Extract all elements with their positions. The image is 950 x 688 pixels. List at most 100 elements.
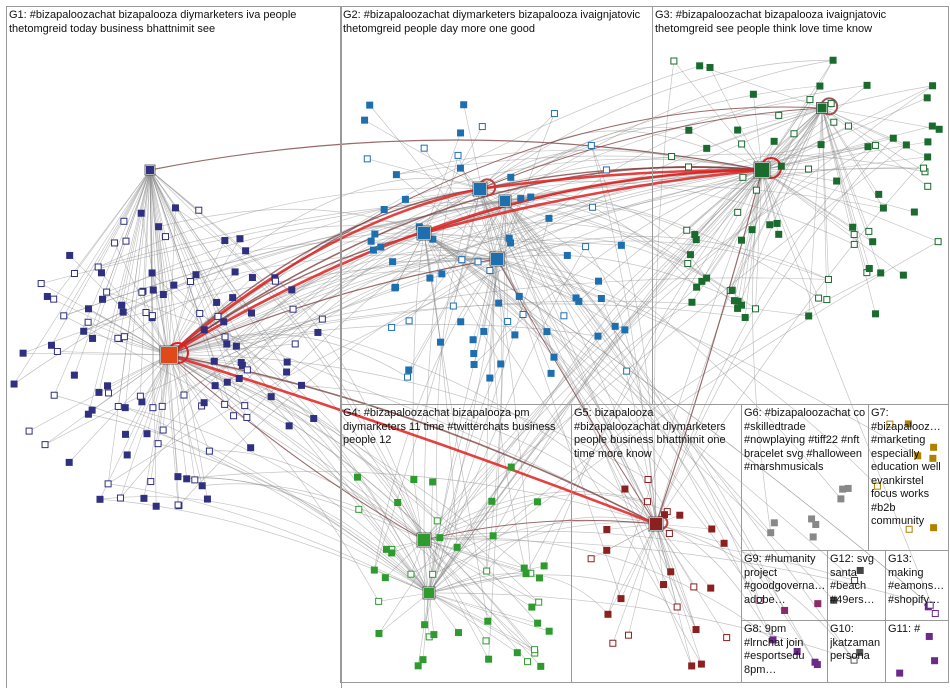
node-g3-210 (865, 227, 873, 235)
edge-g1-118 (140, 213, 170, 356)
edge-g5-334 (606, 523, 657, 530)
node-g2-159 (436, 338, 444, 346)
edge-g2-125 (473, 200, 506, 354)
edge-intergroup-199 (317, 332, 657, 525)
node-g1-52 (10, 380, 18, 388)
node-g6-341 (839, 485, 847, 493)
node-g1-34 (88, 406, 96, 414)
node-g1-50 (220, 318, 228, 326)
node-g3-202 (864, 143, 872, 151)
node-g2-156 (474, 258, 482, 266)
node-g1-24 (210, 357, 218, 365)
node-g5-316 (644, 475, 652, 483)
node-g1-68 (247, 444, 255, 452)
edge-intergroup-156 (423, 232, 771, 533)
node-g1-107 (205, 447, 213, 455)
hub-g2b-node (418, 227, 430, 239)
edge-intergroup-10 (175, 207, 425, 541)
node-g10-369 (856, 648, 864, 656)
node-g3-232 (734, 126, 742, 134)
node-g2-177 (589, 203, 597, 211)
node-g8-357 (793, 647, 801, 655)
edge-intergroup-166 (654, 60, 675, 525)
edge-intergroup-172 (423, 531, 855, 581)
node-g5-334 (603, 525, 611, 533)
edge-g1-104 (168, 354, 242, 363)
node-g2-121 (519, 311, 527, 319)
edge-g3-212 (761, 169, 837, 182)
edge-intergroup-120 (479, 114, 779, 190)
node-g1-36 (155, 223, 163, 231)
node-g1-96 (174, 501, 182, 509)
edge-intergroup-102 (479, 188, 532, 574)
node-g1-66 (50, 391, 58, 399)
node-g3-236 (691, 231, 699, 239)
edge-intergroup-164 (460, 167, 657, 525)
edge-g3-232 (737, 107, 823, 131)
edge-intergroup-152 (224, 232, 425, 405)
node-g5-317 (673, 603, 681, 611)
node-g1-101 (37, 280, 45, 288)
node-g1-38 (191, 476, 199, 484)
node-g2-151 (563, 251, 571, 259)
node-g5-324 (609, 639, 617, 647)
edge-intergroup-157 (491, 169, 763, 502)
node-g1-106 (248, 274, 256, 282)
node-g2-147 (511, 331, 519, 339)
edge-intergroup-56 (106, 241, 498, 293)
node-g1-69 (183, 475, 191, 483)
hub-g4b-node (424, 588, 434, 598)
node-g2-181 (426, 274, 434, 282)
node-g2-144 (550, 110, 558, 118)
edge-g3-247 (761, 169, 855, 235)
group-box-g1 (6, 6, 342, 688)
edge-g1-111 (149, 169, 323, 320)
node-g1-28 (243, 413, 251, 421)
node-g3-207 (910, 208, 918, 216)
node-g3-234 (749, 90, 757, 98)
group-box-g8 (741, 620, 828, 683)
edge-intergroup-181 (607, 169, 763, 615)
node-g1-18 (196, 309, 204, 317)
node-g3-240 (703, 144, 711, 152)
node-g2-145 (587, 141, 595, 149)
edge-intergroup-31 (108, 483, 430, 594)
edge-g1-36 (158, 226, 170, 356)
group-box-g13 (885, 550, 949, 621)
node-g3-205 (827, 100, 835, 108)
edge-g1-23 (168, 332, 318, 356)
hub-g3-node (755, 163, 769, 177)
node-g2-135 (380, 206, 388, 214)
node-g3-212 (833, 177, 841, 185)
node-g1-48 (223, 340, 231, 348)
node-g10-370 (850, 656, 858, 664)
edge-g2-182 (373, 188, 481, 251)
edge-intergroup-105 (202, 483, 425, 541)
node-g2-166 (507, 173, 515, 181)
edge-strong-9 (655, 169, 763, 525)
edge-intergroup-119 (496, 254, 739, 302)
group-box-g6 (741, 404, 869, 551)
edge-g3-214 (821, 107, 829, 280)
edge-g3-258 (821, 107, 940, 130)
edge-g1-61 (63, 169, 151, 316)
self-loops-layer (167, 97, 839, 530)
node-g1-57 (123, 451, 131, 459)
node-g1-70 (231, 268, 239, 276)
node-g2-178 (594, 332, 602, 340)
node-g1-115 (186, 278, 194, 286)
node-g3-214 (824, 275, 832, 283)
edge-g4-291 (428, 592, 535, 650)
edge-intergroup-162 (168, 354, 438, 522)
node-g1-84 (148, 312, 156, 320)
node-g11-373 (931, 657, 939, 665)
node-g4-306 (388, 549, 396, 557)
edge-intergroup-91 (423, 204, 695, 235)
node-g3-217 (923, 94, 931, 102)
node-g1-104 (237, 359, 245, 367)
edge-g3-257 (821, 107, 881, 274)
edge-strong-12 (479, 107, 823, 190)
node-g1-21 (214, 312, 222, 320)
node-g1-100 (97, 269, 105, 277)
node-g4-308 (513, 649, 521, 657)
